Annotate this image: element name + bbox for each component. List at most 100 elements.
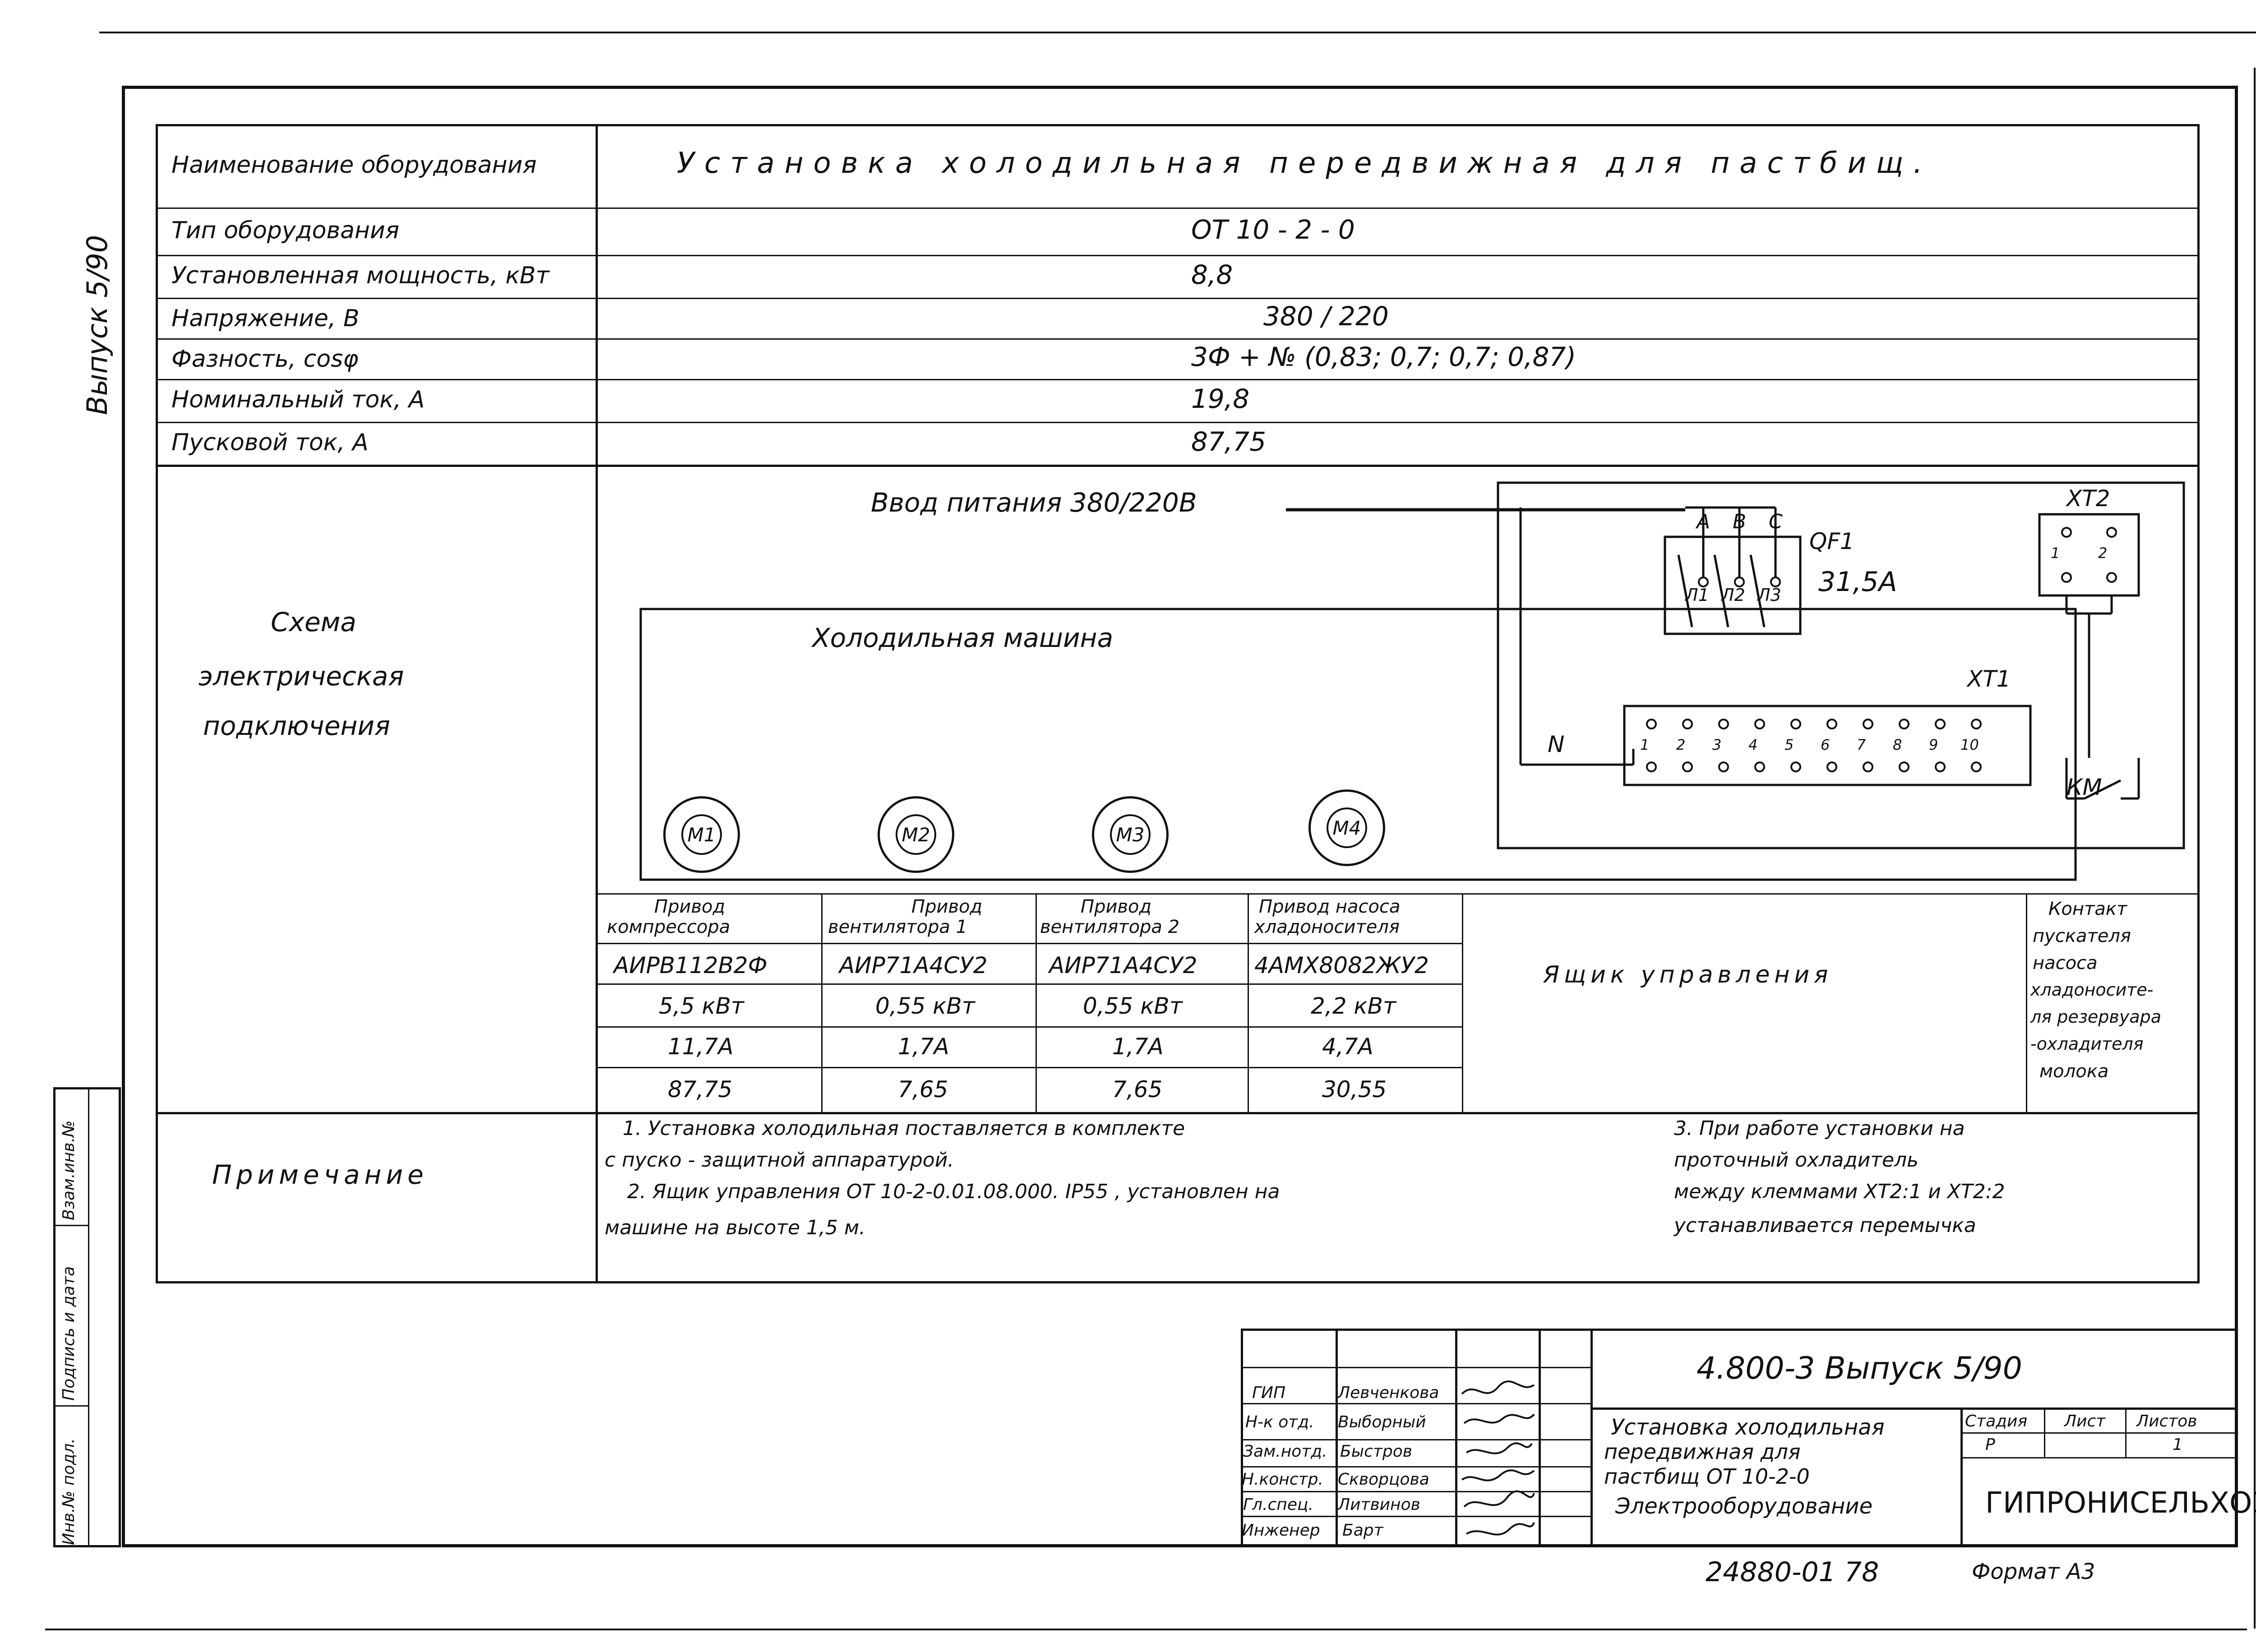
doc-title-4: Электрооборудование <box>1615 1494 1873 1519</box>
drive-power-1: 5,5 кВт <box>659 993 744 1019</box>
bottom-code: 24880-01 78 <box>1706 1556 1879 1588</box>
control-box-label: Ящик управления <box>1543 961 1833 988</box>
motor-m3: M3 <box>1092 796 1169 873</box>
value-equipment-type: ОТ 10 - 2 - 0 <box>1191 214 1355 245</box>
motor-m2: M2 <box>878 796 954 873</box>
label-equipment-type: Тип оборудования <box>171 217 399 244</box>
sheet-header: Лист <box>2064 1412 2106 1431</box>
schema-label-1: Схема <box>271 607 356 637</box>
role-norm-control: Н.констр. <box>1242 1470 1323 1489</box>
drive-start-3: 7,65 <box>1112 1076 1163 1103</box>
label-equipment-name: Наименование оборудования <box>171 152 537 179</box>
xt1-term-1: 1 <box>1640 736 1650 753</box>
value-rated-current: 19,8 <box>1191 383 1250 414</box>
value-phase-cos: 3Ф + № (0,83; 0,7; 0,7; 0,87) <box>1191 341 1576 372</box>
drawing-frame <box>122 86 2238 1547</box>
drive-current-1: 11,7А <box>668 1034 734 1060</box>
role-engineer: Инженер <box>1242 1521 1320 1540</box>
drive-header-1a: Привод <box>654 896 726 917</box>
qf1-rating: 31,5А <box>1818 566 1897 598</box>
xt1-term-10: 10 <box>1960 736 1979 753</box>
stage-value: Р <box>1985 1435 1995 1454</box>
note-left-1: 1. Установка холодильная поставляется в … <box>623 1117 1185 1140</box>
drive-start-1: 87,75 <box>668 1076 733 1103</box>
role-head-dept: Н-к отд. <box>1245 1413 1314 1431</box>
drive-current-2: 1,7А <box>898 1034 949 1060</box>
spec-table <box>156 124 2200 1283</box>
organization: ГИПРОНИСЕЛЬХОЗ <box>1985 1486 2256 1520</box>
drive-start-4: 30,55 <box>1322 1076 1387 1103</box>
xt1-term-7: 7 <box>1857 736 1866 753</box>
sheet-bottom-line <box>45 1629 2247 1630</box>
line-l1: Л1 <box>1685 585 1709 605</box>
value-installed-power: 8,8 <box>1191 259 1233 290</box>
value-voltage: 380 / 220 <box>1263 301 1389 332</box>
sheet-right-edge <box>2254 68 2256 1629</box>
label-voltage: Напряжение, В <box>171 305 360 332</box>
drive-header-3b: вентилятора 2 <box>1040 917 1180 937</box>
wiring-schematic <box>639 481 2185 881</box>
drive-model-2: АИР71А4СУ2 <box>839 952 988 978</box>
role-deputy: Зам.нотд. <box>1243 1442 1327 1461</box>
label-installed-power: Установленная мощность, кВт <box>171 262 550 289</box>
side-issue-label: Выпуск 5/90 <box>81 235 114 415</box>
name-engineer: Барт <box>1342 1521 1383 1540</box>
note-right-2: проточный охладитель <box>1674 1149 1919 1172</box>
value-equipment-name: Установка холодильная передвижная для па… <box>677 147 1932 180</box>
title-block <box>1241 1329 2238 1547</box>
line-l3: Л3 <box>1757 585 1781 605</box>
label-starting-current: Пусковой ток, А <box>171 429 369 456</box>
neutral-label: N <box>1548 731 1565 757</box>
stamp-signature-date: Подпись и дата <box>60 1266 78 1401</box>
km-label: КМ <box>2066 774 2102 800</box>
stamp-replaced-inv: Взам.инв.№ <box>60 1120 78 1220</box>
motor-m4: M4 <box>1308 789 1385 866</box>
drive-current-3: 1,7А <box>1112 1034 1164 1060</box>
xt2-term-2: 2 <box>2098 545 2108 562</box>
note-right-4: устанавливается перемычка <box>1674 1214 1976 1237</box>
doc-title-3: пастбищ ОТ 10-2-0 <box>1604 1464 1810 1489</box>
contact-note-7: молока <box>2039 1061 2109 1082</box>
drive-power-4: 2,2 кВт <box>1311 993 1396 1019</box>
schema-label-3: подключения <box>203 711 390 741</box>
value-starting-current: 87,75 <box>1191 426 1267 457</box>
note-right-3: между клеммами XT2:1 и XT2:2 <box>1674 1180 2005 1203</box>
contact-note-6: -охладителя <box>2030 1034 2144 1054</box>
xt1-term-3: 3 <box>1712 736 1722 753</box>
xt1-term-6: 6 <box>1821 736 1830 753</box>
label-phase-cos: Фазность, cosφ <box>171 346 359 373</box>
xt2-label: XT2 <box>2066 485 2110 512</box>
name-norm-control: Скворцова <box>1338 1470 1429 1489</box>
drive-model-4: 4АМХ8082ЖУ2 <box>1254 952 1429 978</box>
doc-number: 4.800-3 Выпуск 5/90 <box>1697 1351 2022 1386</box>
sheets-header: Листов <box>2136 1412 2197 1431</box>
notes-label: Примечание <box>212 1159 428 1190</box>
note-left-2: с пуско - защитной аппаратурой. <box>605 1149 954 1172</box>
contact-note-3: насоса <box>2033 953 2098 974</box>
note-left-4: машине на высоте 1,5 м. <box>605 1216 866 1239</box>
drive-power-3: 0,55 кВт <box>1083 993 1183 1019</box>
drive-header-4a: Привод насоса <box>1259 896 1401 917</box>
line-l2: Л2 <box>1721 585 1745 605</box>
stamp-inv-original: Инв.№ подл. <box>60 1438 78 1545</box>
phase-c: С <box>1769 510 1783 533</box>
contact-note-2: пускателя <box>2033 926 2131 946</box>
xt2-term-1: 1 <box>2051 545 2060 562</box>
motor-m1: M1 <box>663 796 740 873</box>
xt1-term-8: 8 <box>1893 736 1902 753</box>
label-rated-current: Номинальный ток, А <box>171 386 425 413</box>
machine-label: Холодильная машина <box>812 623 1114 653</box>
xt1-label: XT1 <box>1967 666 2011 692</box>
drive-power-2: 0,55 кВт <box>875 993 975 1019</box>
drive-start-2: 7,65 <box>898 1076 948 1103</box>
phase-b: В <box>1733 510 1747 533</box>
note-right-1: 3. При работе установки на <box>1674 1117 1965 1140</box>
role-chief-spec: Гл.спец. <box>1243 1495 1313 1514</box>
format-label: Формат А3 <box>1972 1559 2095 1584</box>
xt1-term-4: 4 <box>1748 736 1758 753</box>
drive-model-3: АИР71А4СУ2 <box>1049 952 1197 978</box>
drive-header-3a: Привод <box>1081 896 1152 917</box>
drive-header-2b: вентилятора 1 <box>828 917 968 937</box>
doc-title-2: передвижная для <box>1604 1440 1801 1464</box>
name-deputy: Быстров <box>1340 1442 1412 1461</box>
